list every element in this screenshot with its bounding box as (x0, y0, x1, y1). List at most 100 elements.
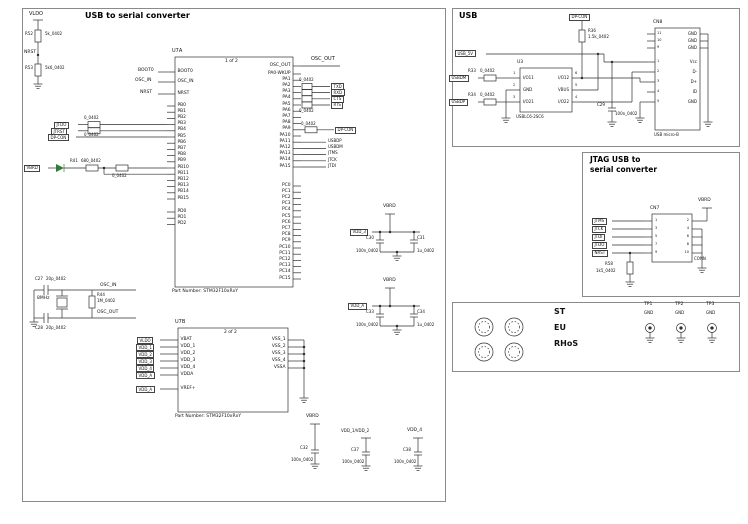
pin-number: 11 (657, 31, 662, 35)
pin-label: OSC_OUT (269, 62, 291, 68)
pin-number: 2 (686, 218, 689, 222)
schematic-label: 100n_0402 (291, 457, 314, 462)
schematic-label: 5k6_0402 (45, 65, 65, 70)
schematic-label: 5k_0402 (45, 31, 63, 36)
pin-number: 2 (657, 69, 660, 73)
pin-label: PA0-WKUP (267, 70, 291, 76)
schematic-label: OSC_OUT (97, 310, 119, 315)
schematic-label: 20p_0402 (46, 325, 66, 330)
net-flag: USB_5V (455, 50, 476, 58)
schematic-label: NRST (140, 89, 153, 95)
schematic-label: VBRD (698, 198, 711, 203)
net-flag: VDD_4 (136, 365, 155, 372)
schematic-label: VDD_4 (407, 428, 423, 433)
pin-label: VSS_2 (271, 343, 286, 349)
pin-label: PA7 (282, 114, 291, 119)
pin-label: VDD_4 (180, 364, 196, 370)
logo-text: EU (554, 323, 566, 332)
schematic-label: 680_0402 (81, 158, 101, 163)
pin-label: PD2 (177, 221, 187, 226)
pin-label: PC4 (281, 207, 291, 213)
schematic-label: 1u_0402 (417, 248, 435, 253)
schematic-label: JTCK (328, 156, 337, 162)
schematic-label: 0_0402 (299, 108, 314, 113)
net-flag: JTDO (592, 241, 607, 249)
main-panel-title: USB to serial converter (85, 11, 190, 20)
connector-ref: CN7 (650, 206, 660, 211)
schematic-label: 1.5k_0402 (588, 34, 609, 39)
net-flag: DP-CON (48, 134, 69, 141)
net-flag: USBDP (449, 98, 468, 106)
pin-label: VSS_1 (271, 336, 286, 342)
schematic-label: R44 (97, 292, 105, 297)
pin-number: 3 (513, 95, 516, 99)
schematic-label: R36 (588, 28, 596, 33)
schematic-label: R52 (25, 31, 33, 36)
schematic-label: 8MHz (37, 296, 50, 301)
net-flag: VDD_2 (136, 351, 155, 358)
pin-label: PA13 (279, 151, 291, 157)
net-flag: VDD_A (348, 302, 367, 310)
schematic-label: 0_0402 (301, 120, 316, 126)
usb-panel-title: USB (459, 11, 478, 20)
pin-label: GND (523, 86, 533, 92)
net-flag: NRST (592, 249, 608, 257)
pin-label: OSC_IN (177, 78, 194, 84)
ic-part-number: Part Number: STM32F10xRxY (172, 289, 238, 294)
schematic-label: R34 (468, 91, 476, 97)
net-flag: RTS (331, 101, 344, 109)
pin-label: PA8 (282, 120, 291, 126)
pin-label: PC3 (281, 201, 291, 207)
schematic-label: R58 (605, 261, 613, 266)
pin-number: 4 (686, 226, 689, 230)
pin-number: 2 (513, 83, 516, 87)
schematic-label: 1u_0402 (417, 322, 435, 327)
pin-number: 1 (657, 59, 660, 63)
net-flag: VDD_3 (136, 358, 155, 365)
pin-number: 9 (655, 250, 658, 254)
net-flag: USBDM (449, 74, 469, 82)
net-flag: DP-CON (335, 126, 356, 134)
pin-label: VDD_3 (180, 357, 196, 363)
pin-number: 8 (686, 242, 689, 246)
pin-label: PC15 (279, 275, 291, 281)
pin-label: PA3 (282, 89, 291, 95)
pin-label: PC9 (281, 238, 291, 244)
schematic-label: 0_0402 (480, 91, 495, 97)
pin-label: PD1 (177, 214, 187, 220)
connector-ref: CN8 (653, 20, 663, 25)
pin-label: PA9 (282, 126, 291, 132)
pin-label: I/O11 (523, 74, 534, 80)
pin-label: PC10 (279, 244, 291, 250)
pin-label: PA2 (282, 83, 291, 88)
schematic-label: 100n_0402 (342, 459, 365, 464)
ic-ref: U3 (517, 60, 524, 65)
schematic-label: 20p_0402 (46, 276, 66, 281)
pin-label: PB13 (177, 183, 189, 189)
pin-label: PA6 (282, 107, 291, 113)
schematic-label: C38 (403, 447, 411, 452)
schematic-label: BOOT0 (138, 67, 154, 73)
schematic-label: VBRD (306, 414, 319, 419)
schematic-label: C27 (35, 276, 43, 281)
schematic-label: 0_0402 (480, 68, 495, 73)
pin-label: I/O21 (523, 98, 534, 104)
pin-label: PB4 (177, 127, 186, 133)
pin-label: PC7 (281, 226, 291, 231)
pin-number: 3 (655, 226, 658, 230)
pin-label: BOOT0 (177, 68, 193, 74)
pin-number: 4 (575, 95, 578, 99)
net-flag: VDD_A (136, 386, 155, 393)
pin-label: PC2 (281, 195, 291, 200)
schematic-label: C33 (366, 309, 374, 314)
ic-ref: U7A (172, 48, 183, 54)
pin-label: GND (687, 44, 697, 50)
pin-label: PA10 (279, 132, 291, 138)
pin-label: PB9 (177, 158, 186, 164)
pin-number: 5 (575, 83, 578, 87)
pin-label: GND (687, 98, 697, 104)
pin-label: PC14 (279, 269, 291, 275)
schematic-label: C37 (351, 447, 359, 452)
schematic-label: R53 (25, 65, 33, 70)
